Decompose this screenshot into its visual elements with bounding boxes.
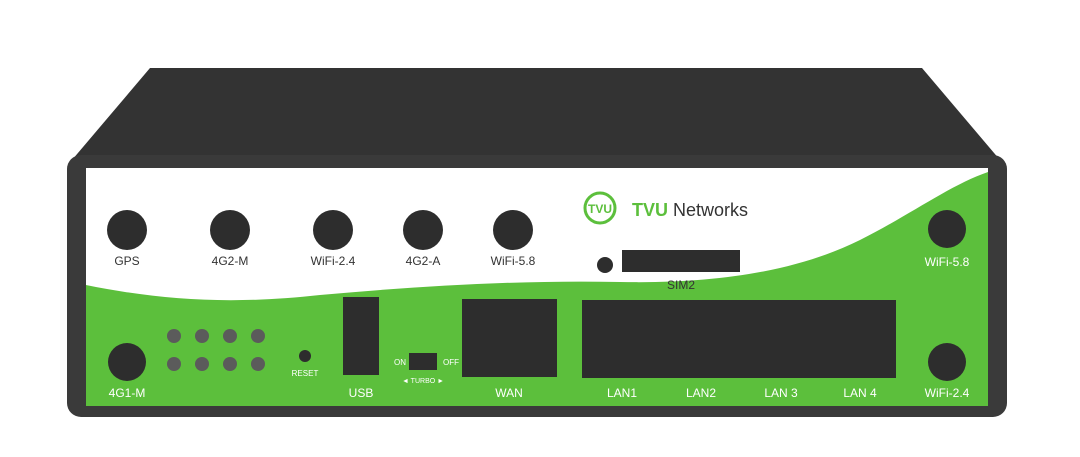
status-led <box>251 357 265 371</box>
status-led <box>223 329 237 343</box>
sim-slot[interactable] <box>622 250 740 272</box>
antenna-4g1m-label: 4G1-M <box>109 386 146 400</box>
lan3-label: LAN 3 <box>764 386 798 400</box>
antenna-right-wifi58-label: WiFi-5.8 <box>925 255 970 269</box>
router-top-lid <box>72 68 1000 160</box>
lan4-label: LAN 4 <box>843 386 877 400</box>
top-antenna-row: GPS 4G2-M WiFi-2.4 4G2-A WiFi-5.8 <box>107 210 536 268</box>
turbo-off-label: OFF <box>443 358 459 367</box>
antenna-wifi24-label: WiFi-2.4 <box>311 254 356 268</box>
turbo-switch[interactable] <box>409 353 437 370</box>
antenna-wifi24-connector[interactable] <box>313 210 353 250</box>
turbo-label: ◄ TURBO ► <box>402 378 444 385</box>
usb-label: USB <box>349 386 374 400</box>
antenna-right-wifi58-connector[interactable] <box>928 210 966 248</box>
wan-port[interactable] <box>462 299 557 377</box>
antenna-right-wifi24-label: WiFi-2.4 <box>925 386 970 400</box>
lan1-label: LAN1 <box>607 386 637 400</box>
antenna-4g2a-label: 4G2-A <box>406 254 441 268</box>
lan2-label: LAN2 <box>686 386 716 400</box>
logo-circle-icon <box>583 191 617 225</box>
status-led <box>167 357 181 371</box>
status-led <box>251 329 265 343</box>
reset-button[interactable] <box>299 350 311 362</box>
antenna-gps-label: GPS <box>114 254 139 268</box>
brand-name-bold: TVU <box>632 200 668 220</box>
antenna-wifi58-connector[interactable] <box>493 210 533 250</box>
lan-port-block[interactable] <box>582 300 896 378</box>
sim-slot-group: SIM2 <box>597 250 740 292</box>
logo-text: TVU <box>588 202 612 216</box>
antenna-4g2a-connector[interactable] <box>403 210 443 250</box>
wan-label: WAN <box>495 386 523 400</box>
antenna-right-wifi24-connector[interactable] <box>928 343 966 381</box>
reset-label: RESET <box>292 369 319 378</box>
status-led-grid <box>167 329 265 371</box>
usb-port[interactable] <box>343 297 379 375</box>
status-led <box>195 329 209 343</box>
brand-name: TVU Networks <box>632 200 748 220</box>
brand-logo: TVU TVU Networks <box>583 191 748 225</box>
antenna-4g2m-label: 4G2-M <box>212 254 249 268</box>
antenna-wifi58-label: WiFi-5.8 <box>491 254 536 268</box>
brand-name-rest: Networks <box>668 200 748 220</box>
status-led <box>195 357 209 371</box>
status-led <box>223 357 237 371</box>
turbo-switch-group: ON OFF ◄ TURBO ► <box>394 353 459 385</box>
sim-eject-hole[interactable] <box>597 257 613 273</box>
sim-label: SIM2 <box>667 278 695 292</box>
antenna-4g1m-connector[interactable] <box>108 343 146 381</box>
status-led <box>167 329 181 343</box>
antenna-gps-connector[interactable] <box>107 210 147 250</box>
turbo-on-label: ON <box>394 358 406 367</box>
antenna-4g2m-connector[interactable] <box>210 210 250 250</box>
